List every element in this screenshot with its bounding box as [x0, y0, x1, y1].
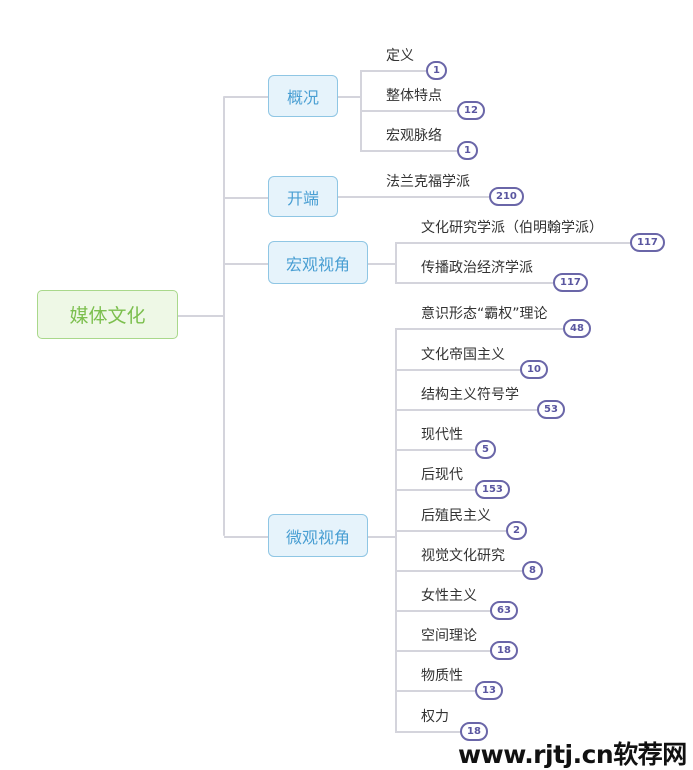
count-badge[interactable]: 1 — [457, 141, 478, 160]
count-badge[interactable]: 8 — [522, 561, 543, 580]
count-badge[interactable]: 12 — [457, 101, 485, 120]
child-label[interactable]: 视觉文化研究 — [421, 548, 505, 564]
count-badge[interactable]: 117 — [553, 273, 588, 292]
branch-node[interactable]: 概况 — [268, 75, 338, 117]
child-line — [395, 570, 522, 572]
branch-node[interactable]: 开端 — [268, 176, 338, 217]
connector — [224, 262, 268, 265]
connector — [224, 96, 268, 98]
child-line — [395, 409, 537, 411]
child-line — [395, 650, 490, 652]
count-badge[interactable]: 13 — [475, 681, 503, 700]
child-line — [395, 242, 630, 244]
connector — [224, 196, 268, 199]
branch-node[interactable]: 微观视角 — [268, 514, 368, 557]
count-badge[interactable]: 210 — [489, 187, 524, 206]
count-badge[interactable]: 48 — [563, 319, 591, 338]
child-label[interactable]: 现代性 — [421, 427, 463, 443]
child-line — [395, 489, 475, 491]
child-label[interactable]: 女性主义 — [421, 588, 477, 604]
child-line — [395, 731, 460, 733]
count-badge[interactable]: 63 — [490, 601, 518, 620]
child-label[interactable]: 空间理论 — [421, 628, 477, 644]
child-label[interactable]: 整体特点 — [386, 88, 442, 104]
child-line — [395, 282, 553, 284]
count-badge[interactable]: 2 — [506, 521, 527, 540]
connector — [224, 535, 268, 538]
child-line — [395, 449, 475, 451]
connector — [338, 96, 360, 98]
child-label[interactable]: 文化帝国主义 — [421, 347, 505, 363]
child-label[interactable]: 物质性 — [421, 668, 463, 684]
child-line — [395, 690, 475, 692]
watermark: www.rjtj.cn软荐网 — [458, 740, 687, 769]
child-line — [395, 530, 506, 532]
connector — [368, 262, 395, 265]
child-line — [360, 70, 426, 72]
count-badge[interactable]: 153 — [475, 480, 510, 499]
child-label[interactable]: 结构主义符号学 — [421, 387, 519, 403]
child-line — [395, 328, 563, 330]
child-line — [360, 150, 457, 152]
count-badge[interactable]: 10 — [520, 360, 548, 379]
child-line — [338, 196, 489, 198]
connector — [368, 535, 395, 538]
child-label[interactable]: 权力 — [421, 709, 449, 725]
trunk-line — [223, 96, 225, 536]
child-label[interactable]: 传播政治经济学派 — [421, 260, 533, 276]
count-badge[interactable]: 117 — [630, 233, 665, 252]
child-label[interactable]: 文化研究学派（伯明翰学派） — [421, 220, 603, 236]
root-node[interactable]: 媒体文化 — [37, 290, 178, 339]
child-label[interactable]: 意识形态“霸权”理论 — [421, 306, 548, 322]
child-label[interactable]: 后殖民主义 — [421, 508, 491, 524]
child-line — [395, 369, 520, 371]
child-line — [360, 110, 457, 112]
count-badge[interactable]: 18 — [490, 641, 518, 660]
child-label[interactable]: 定义 — [386, 48, 414, 64]
child-line — [395, 610, 490, 612]
branch-line — [395, 242, 397, 283]
count-badge[interactable]: 1 — [426, 61, 447, 80]
branch-node[interactable]: 宏观视角 — [268, 241, 368, 284]
count-badge[interactable]: 5 — [475, 440, 496, 459]
count-badge[interactable]: 53 — [537, 400, 565, 419]
child-label[interactable]: 后现代 — [421, 467, 463, 483]
child-label[interactable]: 法兰克福学派 — [386, 174, 470, 190]
connector — [178, 315, 224, 317]
count-badge[interactable]: 18 — [460, 722, 488, 741]
child-label[interactable]: 宏观脉络 — [386, 128, 442, 144]
